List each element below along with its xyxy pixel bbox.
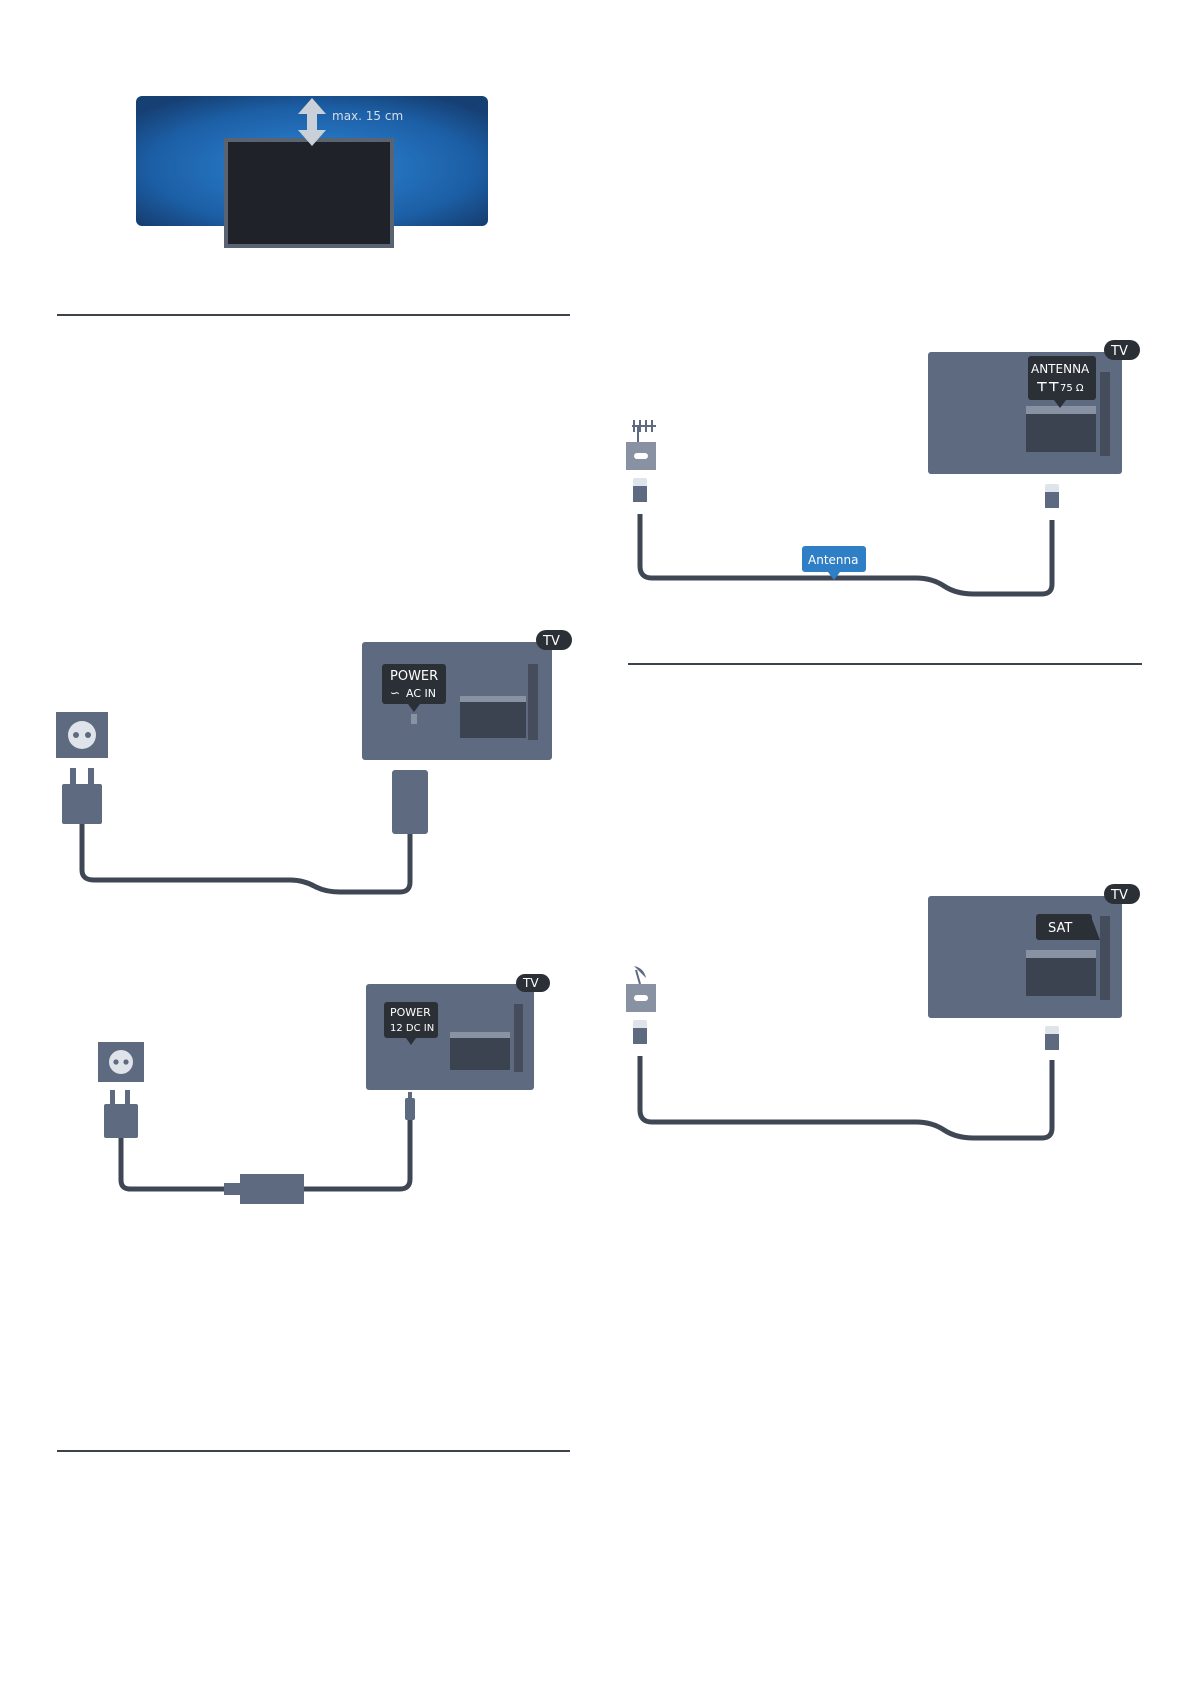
wall-mount-illustration: max. 15 cm: [136, 96, 488, 248]
tv-panel-slot: [1026, 412, 1096, 452]
wall-distance-label: max. 15 cm: [332, 109, 403, 123]
tv-tag-label: TV: [1110, 344, 1128, 359]
tv-panel-slot: [450, 1036, 510, 1070]
tv-tag: [536, 630, 572, 650]
dc-cable: [304, 1120, 413, 1192]
coax-plug-icon: [633, 1020, 647, 1044]
coax-plug-icon: [1045, 484, 1059, 508]
sat-port-label: SAT: [1048, 921, 1072, 936]
antenna-port-label-box: [1028, 356, 1096, 400]
antenna-cable-label: Antenna: [808, 553, 858, 567]
tv-side-strip: [528, 664, 538, 740]
coax-plug-icon: [633, 478, 647, 502]
coax-symbol-icon: ⊤⊤: [1036, 380, 1060, 395]
antenna-cable: [637, 514, 1055, 597]
satellite-connection-illustration: SAT TV: [626, 884, 1140, 1141]
section-divider: [57, 314, 570, 316]
tv-side-strip: [514, 1004, 523, 1072]
ac-wave-icon: ∽: [390, 686, 400, 700]
power-port-label-box: [382, 664, 446, 704]
power-dc-connection-illustration: POWER 12 DC IN TV: [98, 974, 550, 1204]
power-port-label-box: [384, 1002, 438, 1038]
mains-plug-icon: [104, 1090, 138, 1138]
coax-plug-icon: [1045, 1026, 1059, 1050]
power-port-label-line1: POWER: [390, 669, 438, 684]
tv-panel-slot: [460, 700, 526, 738]
antenna-connection-illustration: ANTENNA ⊤⊤ 75 Ω TV Antenna: [626, 340, 1140, 597]
section-divider: [57, 1450, 570, 1452]
tv-tag-label: TV: [522, 976, 539, 990]
tv-side-strip: [1100, 916, 1110, 1000]
satellite-cable: [637, 1056, 1055, 1141]
power-cable: [118, 1138, 224, 1192]
satellite-outlet-icon: [626, 966, 656, 1012]
tv-tag: [1104, 340, 1140, 360]
power-port-label-line2: 12 DC IN: [390, 1023, 434, 1034]
section-divider: [628, 663, 1142, 665]
up-down-arrow-icon: [298, 98, 326, 146]
tv-tag: [1104, 884, 1140, 904]
antenna-port-label-line2: 75 Ω: [1060, 383, 1084, 394]
mains-plug-icon: [62, 768, 102, 824]
aerial-outlet-icon: [626, 420, 656, 470]
tv-panel-slot: [1026, 956, 1096, 996]
tv-tag-label: TV: [542, 634, 560, 649]
tv-screen: [224, 138, 394, 248]
ac-connector-icon: [392, 770, 428, 834]
antenna-cable-callout: [802, 546, 866, 572]
tv-tag: [516, 974, 550, 992]
power-ac-connection-illustration: POWER ∽ AC IN TV: [56, 630, 572, 895]
antenna-port-label-line1: ANTENNA: [1031, 362, 1090, 376]
power-port-label-line1: POWER: [390, 1006, 431, 1019]
dc-jack-icon: [405, 1092, 415, 1120]
power-adapter-icon: [240, 1174, 304, 1204]
sat-port-label-box: [1036, 914, 1092, 940]
power-port-label-line2: AC IN: [406, 687, 436, 700]
tv-tag-label: TV: [1110, 888, 1128, 903]
power-cable: [79, 824, 413, 895]
tv-side-strip: [1100, 372, 1110, 456]
